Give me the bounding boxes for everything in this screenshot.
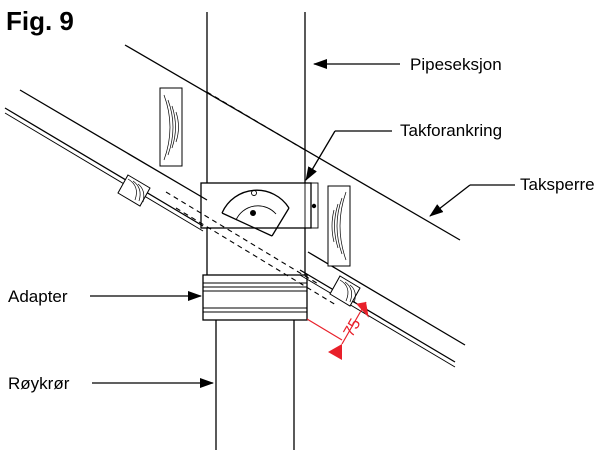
label-pipeseksjon: Pipeseksjon [410, 55, 502, 74]
dimension-value: 75 [341, 316, 365, 340]
label-roykror: Røykrør [8, 374, 70, 393]
rafter-block-top [159, 87, 183, 167]
roof-anchor [200, 182, 319, 237]
rafter-block-right [327, 185, 351, 267]
dimension-75: 75 [306, 301, 369, 360]
label-taksperre: Taksperre [520, 175, 595, 194]
roof-deck [4, 89, 466, 368]
batten-left [117, 174, 151, 207]
batten-right [329, 275, 361, 307]
label-takforankring: Takforankring [400, 121, 502, 140]
figure-title: Fig. 9 [6, 6, 74, 36]
hidden-lines [165, 91, 337, 306]
flue-pipe [215, 320, 295, 450]
leader-arrows [90, 59, 515, 388]
label-adapter: Adapter [8, 287, 68, 306]
pipe-section [206, 12, 306, 275]
adapter [202, 274, 308, 321]
